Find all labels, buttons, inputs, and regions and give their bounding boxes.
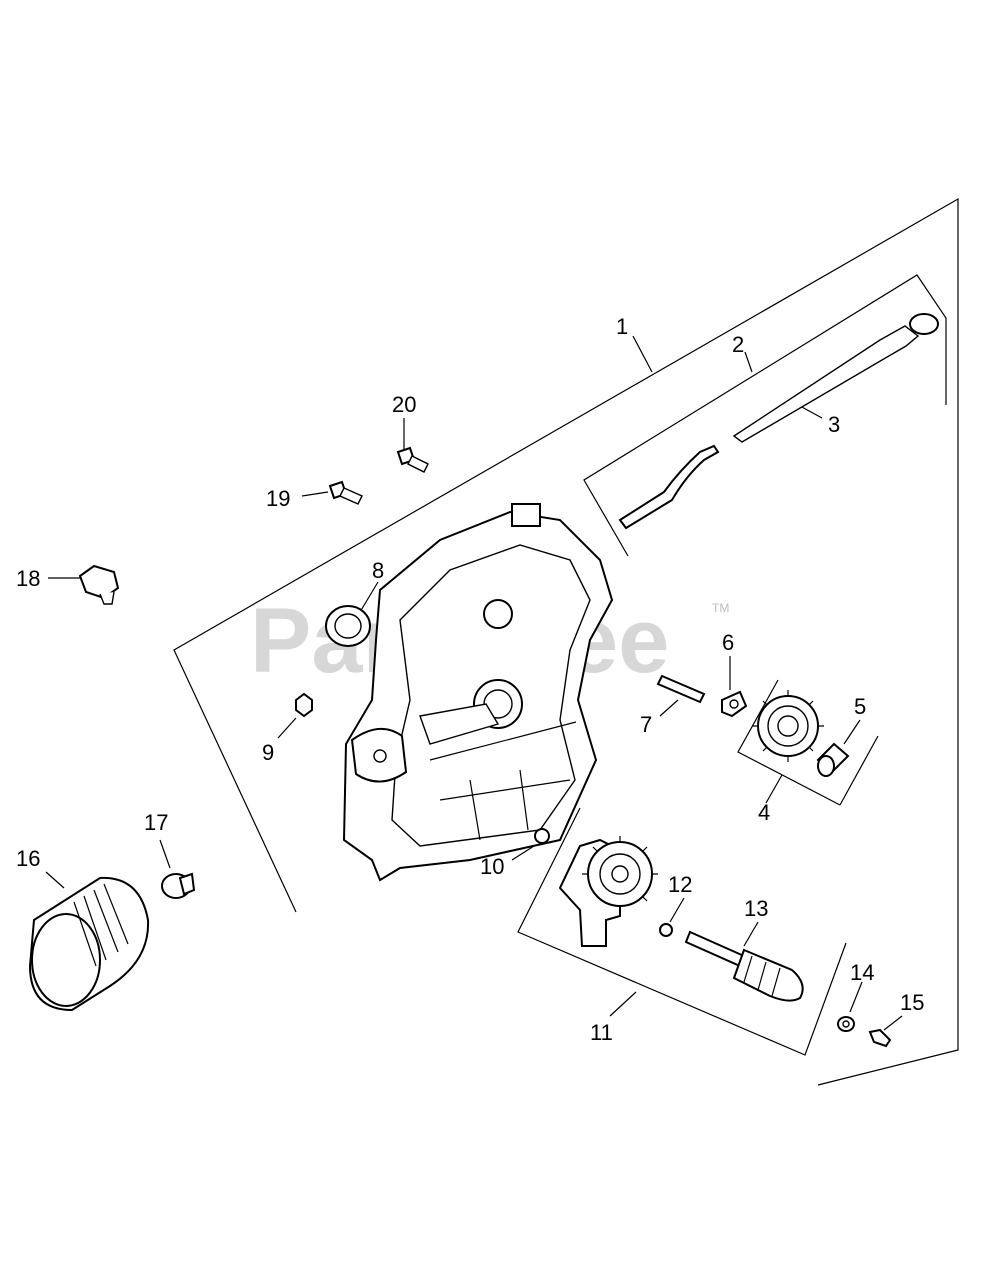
crankcase-cover-part — [342, 503, 614, 882]
callout-6: 6 — [722, 630, 734, 655]
assembly-bracket-1 — [173, 197, 959, 1086]
callout-2: 2 — [732, 332, 744, 357]
callout-1: 1 — [616, 314, 628, 339]
callout-14: 14 — [850, 960, 874, 985]
watermark-trademark: TM — [712, 601, 729, 615]
dipstick-part — [732, 313, 939, 443]
callout-13: 13 — [744, 896, 768, 921]
o-ring-part — [534, 828, 550, 844]
clip-part — [721, 690, 748, 718]
plug-part — [295, 692, 313, 718]
callout-labels: 1 2 3 4 5 6 7 8 9 10 11 12 13 14 15 16 1… — [16, 314, 924, 1045]
bolt-19-part — [328, 480, 363, 505]
oil-pressure-switch-part — [78, 564, 120, 605]
callout-19: 19 — [266, 486, 290, 511]
callout-17: 17 — [144, 810, 168, 835]
callout-10: 10 — [480, 854, 504, 879]
callout-8: 8 — [372, 558, 384, 583]
callout-5: 5 — [854, 694, 866, 719]
callout-12: 12 — [668, 872, 692, 897]
assembly-bracket-4 — [737, 679, 879, 806]
regulating-pin-part — [816, 742, 850, 777]
callout-11: 11 — [590, 1020, 613, 1045]
callout-18: 18 — [16, 566, 40, 591]
dipstick-tube-part — [618, 444, 720, 530]
callout-20: 20 — [392, 392, 416, 417]
assembly-bracket-11 — [517, 807, 847, 1056]
small-o-ring-part — [659, 923, 673, 937]
oil-seal-part — [325, 605, 371, 647]
cross-shaft-part — [656, 674, 706, 704]
assembly-bracket-2 — [583, 274, 947, 557]
washer-part — [837, 1016, 855, 1032]
screw-part — [868, 1028, 892, 1048]
governor-gear-part — [752, 690, 824, 762]
callout-7: 7 — [640, 712, 652, 737]
callout-3: 3 — [828, 412, 840, 437]
callout-16: 16 — [16, 846, 40, 871]
callout-4: 4 — [758, 800, 770, 825]
leader-lines — [45, 335, 903, 1031]
oil-filter-part — [28, 876, 150, 1012]
callout-15: 15 — [900, 990, 924, 1015]
pickup-screen-part — [684, 930, 804, 1002]
drain-plug-part — [161, 872, 196, 899]
callout-9: 9 — [262, 740, 274, 765]
bolt-20-part — [396, 446, 429, 473]
oil-pump-part — [558, 836, 658, 947]
